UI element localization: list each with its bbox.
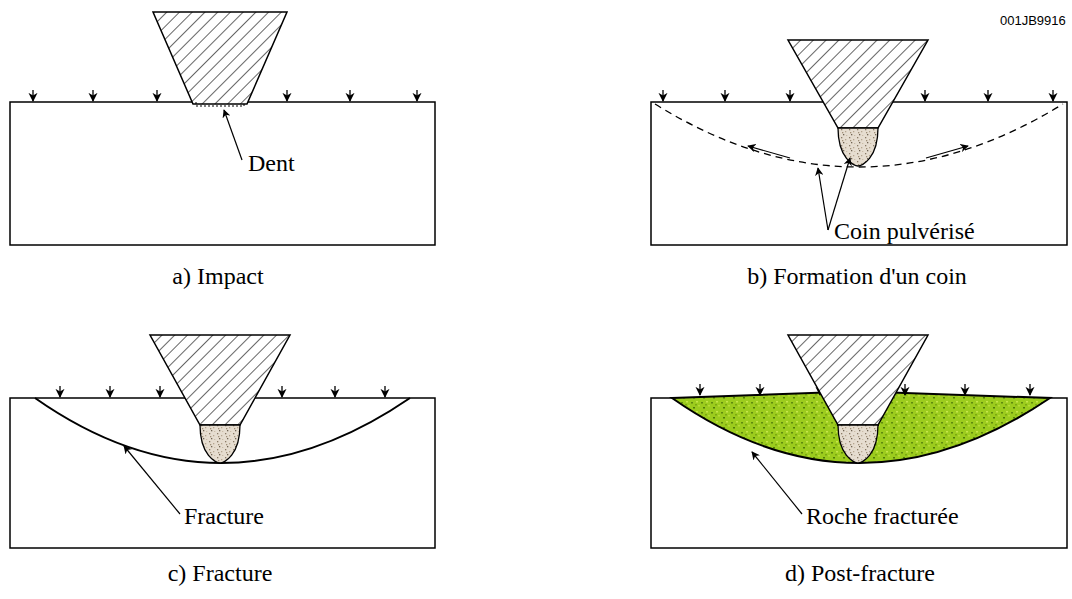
tooth bbox=[788, 335, 928, 425]
load-arrow bbox=[789, 90, 790, 101]
load-arrow bbox=[349, 90, 350, 101]
load-arrow bbox=[286, 90, 287, 101]
panel-caption: d) Post-fracture bbox=[710, 560, 1010, 586]
tooth bbox=[788, 40, 928, 128]
callout-label: Fracture bbox=[184, 503, 264, 529]
crushed-wedge bbox=[838, 128, 878, 166]
figure-code: 001JB9916 bbox=[1000, 14, 1066, 28]
load-arrow bbox=[904, 384, 905, 395]
load-arrow bbox=[987, 90, 988, 101]
leader-line bbox=[818, 168, 828, 230]
panel-caption: b) Formation d'un coin bbox=[707, 263, 1007, 289]
load-arrow bbox=[416, 90, 417, 101]
leader-line bbox=[224, 110, 242, 160]
tooth bbox=[150, 335, 290, 425]
callout-label: Roche fracturée bbox=[806, 503, 959, 529]
panel-caption: a) Impact bbox=[118, 263, 318, 289]
load-arrow bbox=[724, 90, 725, 101]
load-arrow bbox=[924, 90, 925, 101]
stress-arrow bbox=[926, 146, 968, 158]
leader-line bbox=[752, 452, 802, 514]
load-arrow bbox=[159, 386, 160, 397]
load-arrow bbox=[384, 386, 385, 397]
load-arrow bbox=[334, 386, 335, 397]
load-arrow bbox=[1029, 384, 1030, 395]
crushed-wedge bbox=[838, 425, 878, 463]
rock-block bbox=[10, 102, 435, 245]
load-arrow bbox=[1052, 90, 1053, 101]
load-arrow bbox=[59, 386, 60, 397]
load-arrow bbox=[759, 384, 760, 395]
load-arrow bbox=[964, 384, 965, 395]
crushed-wedge bbox=[200, 425, 240, 463]
panel-caption: c) Fracture bbox=[110, 560, 330, 586]
load-arrow bbox=[109, 386, 110, 397]
callout-label: Coin pulvérisé bbox=[834, 218, 975, 244]
tooth bbox=[153, 12, 287, 104]
stress-arrow bbox=[748, 146, 790, 158]
callout-label: Dent bbox=[248, 150, 295, 176]
load-arrow bbox=[699, 384, 700, 395]
leader-line bbox=[124, 446, 180, 514]
load-arrow bbox=[156, 90, 157, 101]
load-arrow bbox=[662, 90, 663, 101]
load-arrow bbox=[281, 386, 282, 397]
dent-mark bbox=[196, 102, 244, 106]
load-arrow bbox=[92, 90, 93, 101]
load-arrow bbox=[32, 90, 33, 101]
